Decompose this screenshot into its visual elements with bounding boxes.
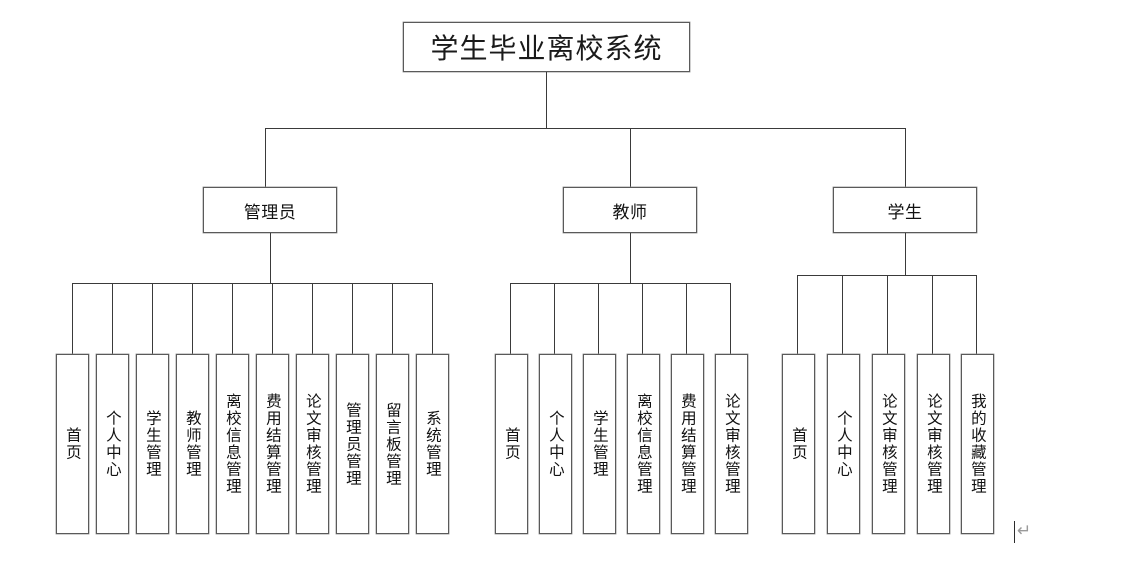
connector-teacher-stem (630, 233, 631, 283)
paragraph-mark-icon: ↵ (1017, 521, 1032, 541)
leaf-label: 教师管理 (183, 410, 202, 478)
leaf-node-teacher-4[interactable]: 离校信息管理 (627, 354, 660, 534)
connector-drop-student (905, 128, 906, 187)
leaf-label: 我的收藏管理 (968, 393, 987, 495)
leaf-label: 首页 (502, 427, 521, 461)
leaf-label: 离校信息管理 (223, 393, 242, 495)
leaf-node-admin-10[interactable]: 系统管理 (416, 354, 449, 534)
text-caret (1014, 521, 1015, 543)
leaf-label: 管理员管理 (343, 401, 362, 487)
role-node-teacher-label: 教师 (612, 202, 648, 223)
leaf-label: 个人中心 (103, 410, 122, 478)
connector-admin-drop-4 (192, 283, 193, 354)
leaf-node-student-1[interactable]: 首页 (782, 354, 815, 534)
leaf-label: 论文审核管理 (879, 393, 898, 495)
connector-student-stem (905, 233, 906, 275)
connector-admin-drop-3 (152, 283, 153, 354)
connector-admin-drop-6 (272, 283, 273, 354)
leaf-node-student-5[interactable]: 我的收藏管理 (961, 354, 994, 534)
connector-root-stem (546, 72, 547, 128)
connector-student-drop-3 (887, 275, 888, 354)
leaf-label: 首页 (63, 427, 82, 461)
leaf-node-admin-7[interactable]: 论文审核管理 (296, 354, 329, 534)
leaf-label: 离校信息管理 (634, 393, 653, 495)
leaf-node-admin-5[interactable]: 离校信息管理 (216, 354, 249, 534)
leaf-label: 个人中心 (834, 410, 853, 478)
leaf-label: 首页 (789, 427, 808, 461)
connector-admin-drop-9 (392, 283, 393, 354)
role-node-admin-label: 管理员 (243, 202, 297, 223)
connector-top-bus (265, 128, 906, 129)
connector-teacher-drop-3 (598, 283, 599, 354)
leaf-node-admin-8[interactable]: 管理员管理 (336, 354, 369, 534)
root-node-graduation-system[interactable]: 学生毕业离校系统 (403, 22, 690, 72)
connector-drop-teacher (630, 128, 631, 187)
connector-admin-bus (72, 283, 433, 284)
role-node-student-label: 学生 (887, 202, 923, 223)
leaf-node-admin-3[interactable]: 学生管理 (136, 354, 169, 534)
connector-admin-drop-1 (72, 283, 73, 354)
connector-teacher-drop-1 (510, 283, 511, 354)
leaf-node-teacher-3[interactable]: 学生管理 (583, 354, 616, 534)
leaf-node-student-4[interactable]: 论文审核管理 (917, 354, 950, 534)
leaf-node-teacher-6[interactable]: 论文审核管理 (715, 354, 748, 534)
leaf-node-teacher-5[interactable]: 费用结算管理 (671, 354, 704, 534)
leaf-label: 论文审核管理 (924, 393, 943, 495)
leaf-label: 系统管理 (423, 410, 442, 478)
connector-admin-stem (270, 233, 271, 283)
root-node-label: 学生毕业离校系统 (430, 32, 663, 65)
leaf-node-student-3[interactable]: 论文审核管理 (872, 354, 905, 534)
leaf-node-admin-9[interactable]: 留言板管理 (376, 354, 409, 534)
connector-student-drop-1 (797, 275, 798, 354)
leaf-node-admin-2[interactable]: 个人中心 (96, 354, 129, 534)
connector-teacher-drop-5 (686, 283, 687, 354)
leaf-label: 费用结算管理 (678, 393, 697, 495)
leaf-label: 论文审核管理 (303, 393, 322, 495)
leaf-node-admin-1[interactable]: 首页 (56, 354, 89, 534)
connector-teacher-drop-6 (730, 283, 731, 354)
role-node-admin[interactable]: 管理员 (203, 187, 337, 233)
leaf-node-student-2[interactable]: 个人中心 (827, 354, 860, 534)
connector-admin-drop-10 (432, 283, 433, 354)
connector-admin-drop-5 (232, 283, 233, 354)
role-node-teacher[interactable]: 教师 (563, 187, 697, 233)
leaf-label: 学生管理 (143, 410, 162, 478)
connector-teacher-drop-2 (554, 283, 555, 354)
leaf-label: 论文审核管理 (722, 393, 741, 495)
role-node-student[interactable]: 学生 (833, 187, 977, 233)
connector-student-drop-4 (932, 275, 933, 354)
connector-admin-drop-8 (352, 283, 353, 354)
connector-admin-drop-7 (312, 283, 313, 354)
connector-student-drop-5 (976, 275, 977, 354)
leaf-label: 个人中心 (546, 410, 565, 478)
leaf-label: 留言板管理 (383, 401, 402, 487)
connector-teacher-drop-4 (642, 283, 643, 354)
connector-teacher-bus (510, 283, 731, 284)
leaf-node-admin-4[interactable]: 教师管理 (176, 354, 209, 534)
leaf-node-teacher-2[interactable]: 个人中心 (539, 354, 572, 534)
leaf-label: 费用结算管理 (263, 393, 282, 495)
connector-student-drop-2 (842, 275, 843, 354)
leaf-node-admin-6[interactable]: 费用结算管理 (256, 354, 289, 534)
connector-drop-admin (265, 128, 266, 187)
leaf-node-teacher-1[interactable]: 首页 (495, 354, 528, 534)
leaf-label: 学生管理 (590, 410, 609, 478)
connector-admin-drop-2 (112, 283, 113, 354)
